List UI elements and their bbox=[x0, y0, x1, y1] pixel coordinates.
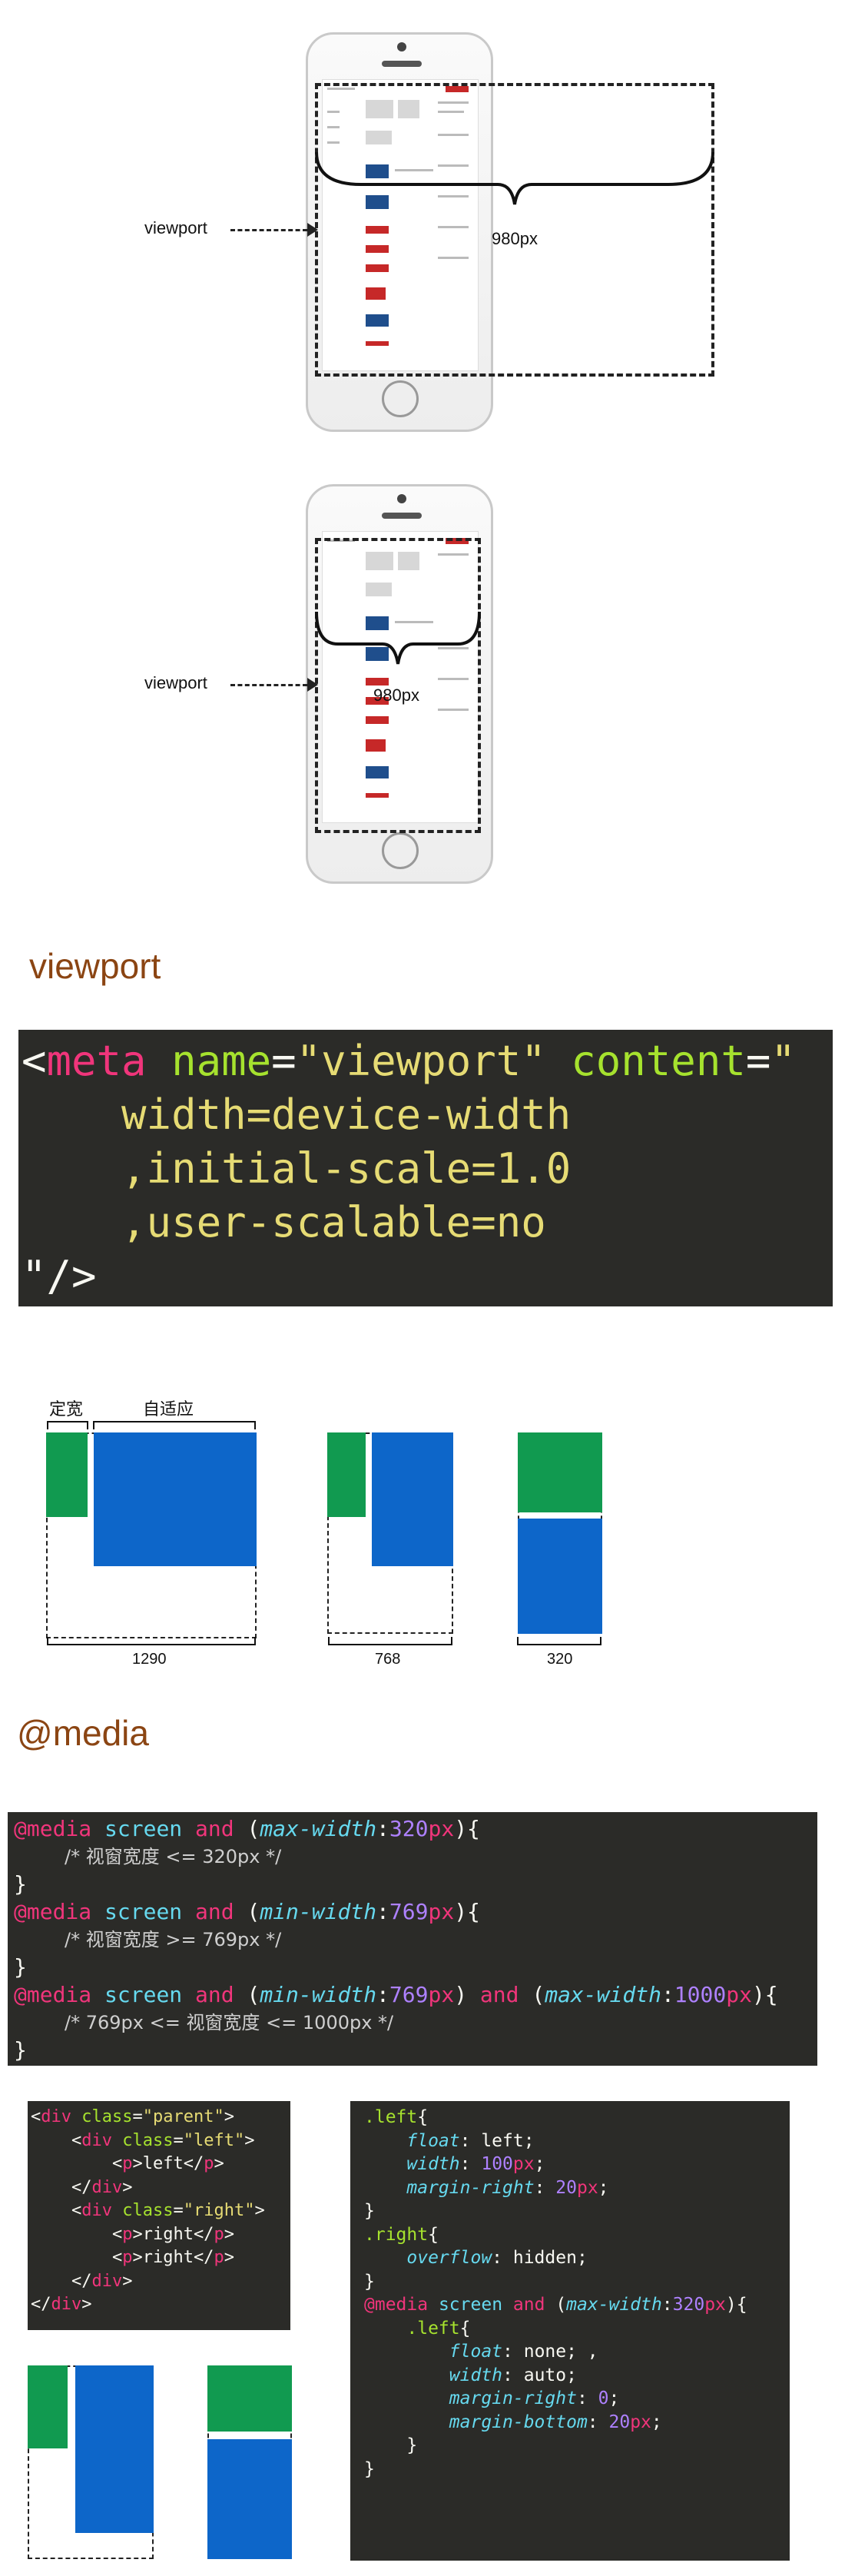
speaker-icon bbox=[382, 61, 422, 67]
code-comment: /* 视窗宽度 >= 769px */ bbox=[65, 1929, 282, 1950]
code-line: } bbox=[364, 2458, 375, 2479]
code-line: } bbox=[14, 1871, 27, 1897]
code-line: @media screen and (min-width:769px) and … bbox=[14, 1982, 778, 2007]
code-line: margin-right: 0; bbox=[449, 2388, 620, 2408]
bottom-brackets bbox=[47, 1637, 601, 1645]
code-line: @media screen and (max-width:320px){ bbox=[14, 1816, 480, 1841]
code-line: </div> bbox=[71, 2271, 133, 2291]
code-line: <div class="parent"> bbox=[31, 2107, 234, 2126]
right-block bbox=[75, 2365, 154, 2533]
speaker-icon bbox=[382, 513, 422, 519]
fixed-width-label: 定宽 bbox=[49, 1399, 84, 1419]
arrow-head-icon bbox=[307, 678, 318, 692]
phone-illustration bbox=[306, 32, 493, 432]
code-line: width=device-width bbox=[22, 1090, 572, 1139]
code-line: margin-bottom: 20px; bbox=[449, 2412, 662, 2432]
phone-screen bbox=[322, 531, 479, 823]
code-line: } bbox=[364, 2201, 375, 2221]
right-stacked-block bbox=[518, 1519, 602, 1634]
section-title-viewport: viewport bbox=[29, 946, 161, 986]
code-line: overflow: hidden; bbox=[406, 2248, 588, 2268]
code-line: } bbox=[14, 1954, 27, 1980]
media-query-code-block: @media screen and (max-width:320px){ /* … bbox=[8, 1812, 817, 2066]
right-adaptive-block bbox=[372, 1432, 453, 1566]
section-title-media: @media bbox=[17, 1713, 149, 1753]
left-fixed-block bbox=[46, 1432, 88, 1517]
code-line: @media screen and (min-width:769px){ bbox=[14, 1899, 480, 1924]
width-1290-label: 1290 bbox=[132, 1651, 167, 1668]
left-block bbox=[207, 2365, 292, 2432]
code-line: <p>right</p> bbox=[111, 2224, 234, 2244]
code-line: .left{ bbox=[364, 2107, 429, 2127]
width-label: 980px bbox=[373, 685, 419, 705]
phone-illustration bbox=[306, 484, 493, 884]
code-line: ,user-scalable=no bbox=[22, 1198, 546, 1247]
adaptive-label: 自适应 bbox=[143, 1399, 194, 1419]
width-768-label: 768 bbox=[375, 1651, 401, 1668]
code-line: ,initial-scale=1.0 bbox=[22, 1144, 572, 1193]
home-button-icon bbox=[382, 832, 419, 869]
code-line: <div class="right"> bbox=[71, 2201, 265, 2220]
code-line: <meta name="viewport" content=" bbox=[22, 1037, 796, 1085]
code-line: @media screen and (max-width:320px){ bbox=[364, 2295, 747, 2315]
css-code-block: .left{ float: left; width: 100px; margin… bbox=[350, 2101, 790, 2561]
code-line: </div> bbox=[31, 2295, 92, 2314]
code-line: </div> bbox=[71, 2177, 133, 2197]
code-line: <p>left</p> bbox=[111, 2154, 224, 2173]
code-line: .right{ bbox=[364, 2224, 439, 2245]
arrow-line bbox=[230, 229, 307, 231]
width-brace bbox=[315, 611, 481, 665]
left-block bbox=[28, 2365, 68, 2448]
right-block bbox=[207, 2439, 292, 2559]
top-brackets bbox=[47, 1421, 256, 1429]
html-structure-code-block: <div class="parent"> <div class="left"> … bbox=[28, 2101, 290, 2330]
code-line: <div class="left"> bbox=[71, 2130, 255, 2150]
left-fixed-block bbox=[327, 1432, 366, 1517]
code-line: } bbox=[364, 2271, 375, 2292]
width-label: 980px bbox=[492, 229, 538, 248]
code-line: margin-right: 20px; bbox=[406, 2177, 609, 2198]
phone-screen bbox=[322, 79, 479, 371]
width-320-label: 320 bbox=[547, 1651, 573, 1668]
viewport-label: viewport bbox=[144, 218, 207, 237]
viewport-meta-code-block: <meta name="viewport" content=" width=de… bbox=[18, 1030, 833, 1306]
arrow-head-icon bbox=[307, 223, 318, 237]
code-line: } bbox=[364, 2435, 418, 2455]
code-line: width: auto; bbox=[449, 2365, 577, 2385]
viewport-label: viewport bbox=[144, 673, 207, 692]
code-comment: /* 769px <= 视窗宽度 <= 1000px */ bbox=[65, 2012, 394, 2033]
camera-icon bbox=[397, 494, 406, 503]
code-comment: /* 视窗宽度 <= 320px */ bbox=[65, 1846, 282, 1867]
right-adaptive-block bbox=[94, 1432, 257, 1566]
code-line: <p>right</p> bbox=[111, 2248, 234, 2267]
width-brace bbox=[315, 151, 714, 205]
code-line: float: left; bbox=[406, 2130, 535, 2151]
code-line: float: none; , bbox=[449, 2342, 598, 2362]
camera-icon bbox=[397, 42, 406, 51]
arrow-line bbox=[230, 684, 307, 686]
code-line: } bbox=[14, 2037, 27, 2063]
left-stacked-block bbox=[518, 1432, 602, 1512]
code-line: "/> bbox=[22, 1252, 97, 1300]
home-button-icon bbox=[382, 380, 419, 417]
code-line: width: 100px; bbox=[406, 2154, 545, 2174]
code-line: .left{ bbox=[406, 2318, 471, 2339]
